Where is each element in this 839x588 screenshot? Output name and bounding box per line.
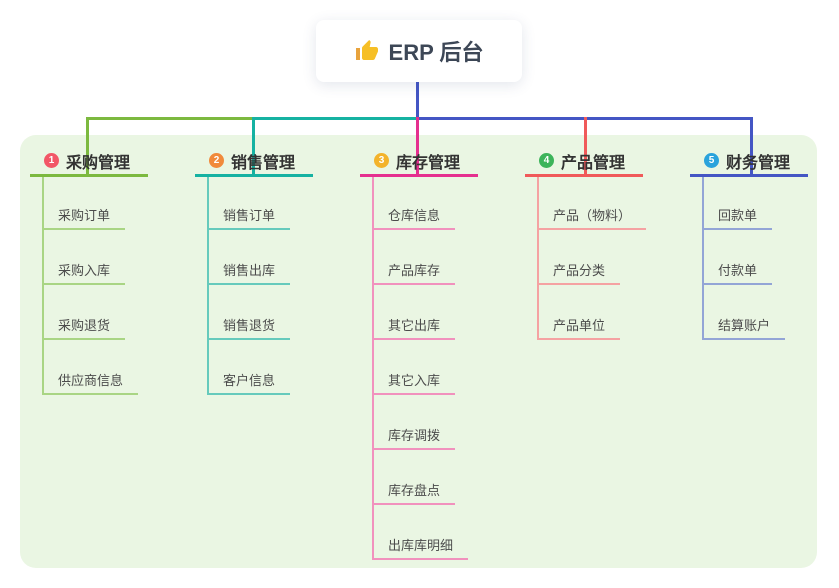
- bus-left-segment: [86, 117, 255, 120]
- branch-number-badge: 4: [539, 153, 554, 168]
- child-node[interactable]: 销售出库: [207, 260, 291, 285]
- branch-title: 产品管理: [561, 154, 626, 172]
- branch-title: 销售管理: [231, 154, 296, 172]
- child-node[interactable]: 其它入库: [372, 370, 456, 395]
- child-node[interactable]: 仓库信息: [372, 205, 456, 230]
- branch-node-4[interactable]: 4 产品管理: [525, 147, 644, 177]
- bus-mid-segment: [252, 117, 418, 120]
- branch-node-3[interactable]: 3 库存管理: [360, 147, 479, 177]
- branches-panel: [20, 135, 817, 568]
- thumbs-up-icon: [355, 40, 378, 60]
- child-node[interactable]: 产品单位: [537, 315, 621, 340]
- trunk-line: [416, 82, 419, 120]
- root-node-label: ERP 后台: [388, 40, 484, 65]
- branch-node-1[interactable]: 1 采购管理: [30, 147, 149, 177]
- branch-drop-line: [750, 117, 753, 177]
- child-node[interactable]: 产品（物料）: [537, 205, 647, 230]
- children-connector-line: [372, 177, 374, 560]
- branch-node-5[interactable]: 5 财务管理: [690, 147, 809, 177]
- children-connector-line: [537, 177, 539, 340]
- child-node[interactable]: 采购退货: [42, 315, 126, 340]
- child-node[interactable]: 采购入库: [42, 260, 126, 285]
- branch-drop-line: [584, 117, 587, 177]
- child-node[interactable]: 采购订单: [42, 205, 126, 230]
- child-node[interactable]: 销售订单: [207, 205, 291, 230]
- branch-drop-line: [416, 117, 419, 177]
- child-node[interactable]: 其它出库: [372, 315, 456, 340]
- branch-title: 库存管理: [396, 154, 461, 172]
- branch-drop-line: [86, 117, 89, 177]
- children-connector-line: [702, 177, 704, 340]
- branch-number-badge: 5: [704, 153, 719, 168]
- child-node[interactable]: 产品分类: [537, 260, 621, 285]
- child-node[interactable]: 付款单: [702, 260, 773, 285]
- children-connector-line: [207, 177, 209, 395]
- root-node[interactable]: ERP 后台: [316, 20, 522, 82]
- children-connector-line: [42, 177, 44, 395]
- branch-number-badge: 3: [374, 153, 389, 168]
- branch-number-badge: 2: [209, 153, 224, 168]
- child-node[interactable]: 销售退货: [207, 315, 291, 340]
- branch-node-2[interactable]: 2 销售管理: [195, 147, 314, 177]
- child-node[interactable]: 供应商信息: [42, 370, 139, 395]
- branch-title: 采购管理: [66, 154, 131, 172]
- child-node[interactable]: 库存调拨: [372, 425, 456, 450]
- child-node[interactable]: 回款单: [702, 205, 773, 230]
- child-node[interactable]: 产品库存: [372, 260, 456, 285]
- child-node[interactable]: 结算账户: [702, 315, 786, 340]
- branch-title: 财务管理: [726, 154, 791, 172]
- branch-number-badge: 1: [44, 153, 59, 168]
- branch-drop-line: [252, 117, 255, 177]
- child-node[interactable]: 出库库明细: [372, 535, 469, 560]
- child-node[interactable]: 库存盘点: [372, 480, 456, 505]
- child-node[interactable]: 客户信息: [207, 370, 291, 395]
